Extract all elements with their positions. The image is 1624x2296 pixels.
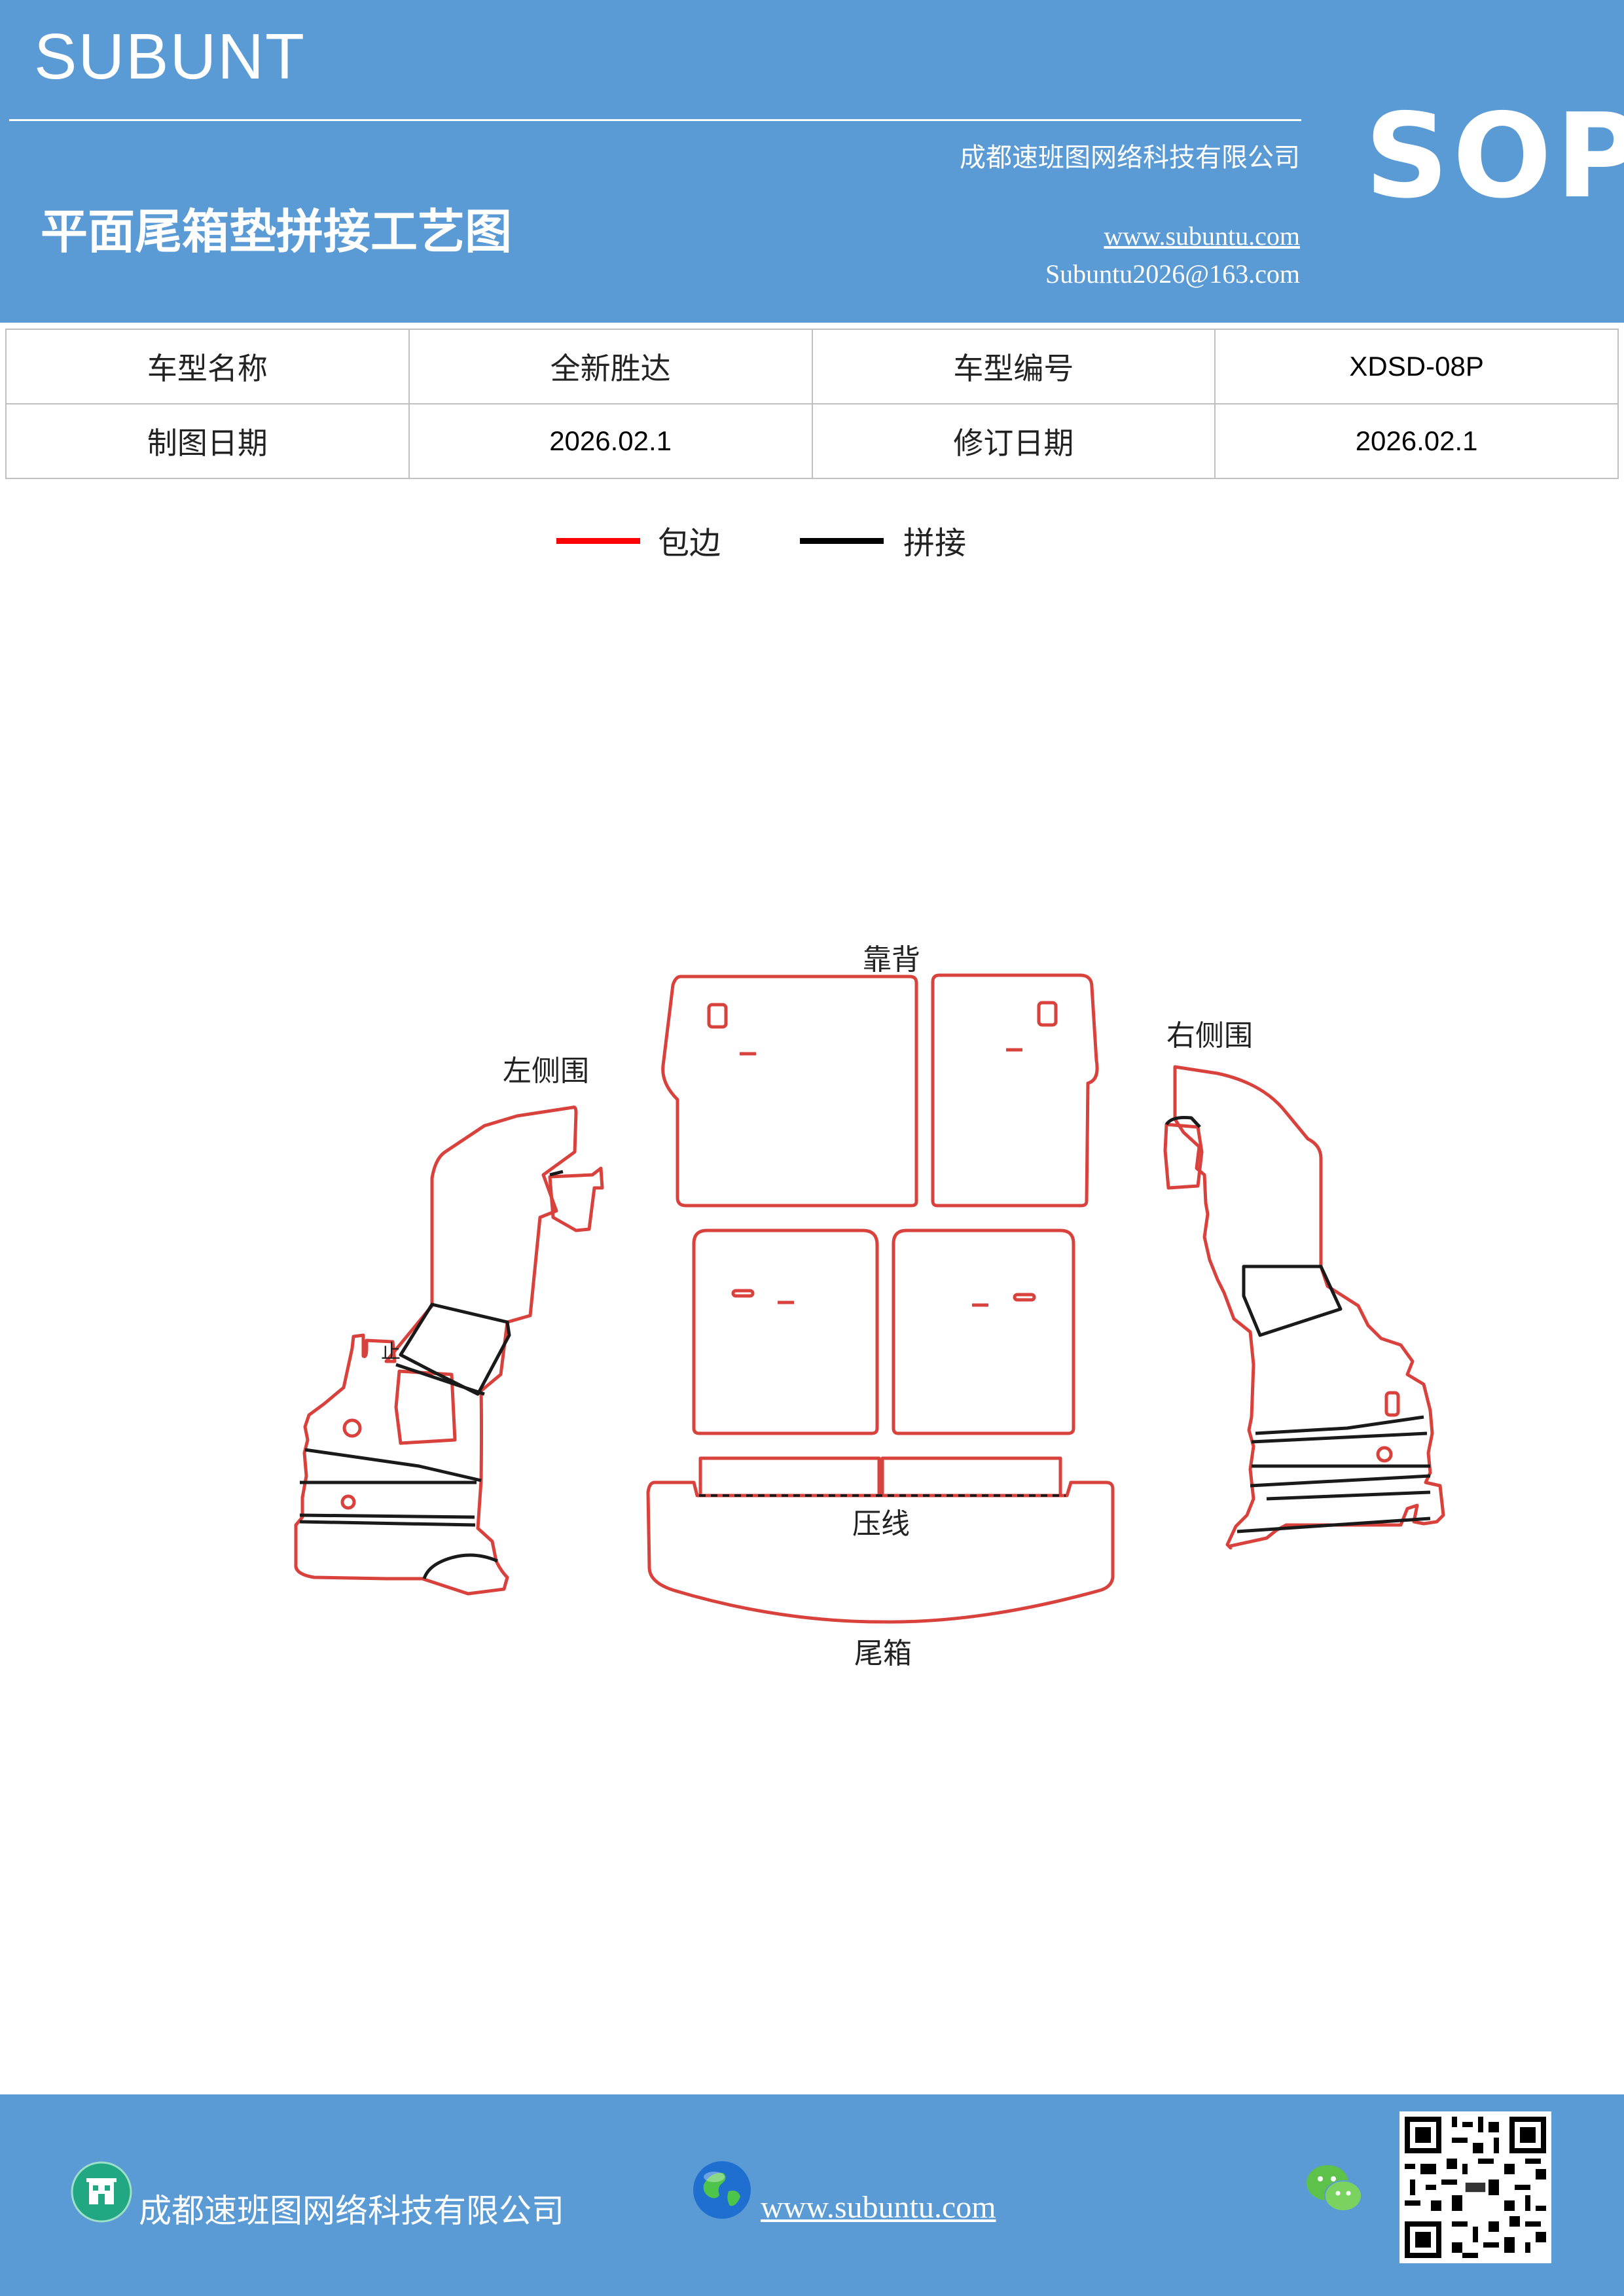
table-row: 车型名称 全新胜达 车型编号 XDSD-08P xyxy=(5,329,1619,404)
table-cell: 2026.02.1 xyxy=(408,403,813,479)
right-seam xyxy=(1266,1490,1431,1501)
footer-company: 成都速班图网络科技有限公司 xyxy=(139,2192,564,2230)
header-company: 成都速班图网络科技有限公司 xyxy=(960,143,1300,173)
left-seam xyxy=(304,1448,482,1482)
legend-label-seam: 拼接 xyxy=(903,525,967,562)
legend-swatch-edge xyxy=(556,538,640,544)
right-seam xyxy=(1251,1431,1428,1444)
right-seam xyxy=(1164,1116,1201,1128)
footer-website-link[interactable]: www.subuntu.com xyxy=(761,2190,996,2225)
table-cell: 修订日期 xyxy=(811,403,1216,479)
table-cell: 车型名称 xyxy=(5,329,410,404)
label-trunk: 尾箱 xyxy=(854,1637,912,1670)
backrest-panel-top-right xyxy=(931,973,1099,1208)
left-seam xyxy=(395,1363,485,1396)
wechat-icon xyxy=(1307,2165,1362,2212)
left-side-clip xyxy=(548,1166,604,1232)
label-crease: 压线 xyxy=(852,1507,910,1541)
seat-panel-lower-right xyxy=(892,1229,1075,1435)
table-cell: 制图日期 xyxy=(5,403,410,479)
right-seam xyxy=(1255,1415,1424,1435)
seat-slit xyxy=(1013,1293,1036,1302)
header-band xyxy=(0,0,1624,323)
seat-panel-lower-left xyxy=(692,1229,879,1435)
legend-label-edge: 包边 xyxy=(658,525,721,562)
trunk-main-panel xyxy=(646,1480,1115,1624)
header-divider xyxy=(9,119,1301,121)
table-cell: 2026.02.1 xyxy=(1214,403,1619,479)
header-website-link[interactable]: www.subuntu.com xyxy=(1104,221,1300,251)
trunk-strip-right xyxy=(880,1456,1062,1498)
right-seam xyxy=(1250,1474,1431,1488)
label-backrest: 靠背 xyxy=(863,943,920,977)
right-seam xyxy=(1236,1516,1431,1534)
left-side-hole xyxy=(340,1494,356,1510)
right-side-slot xyxy=(1384,1391,1400,1417)
legend-swatch-seam xyxy=(800,538,884,544)
trunk-strip-left xyxy=(698,1456,881,1498)
header-email: Subuntu2026@163.com xyxy=(1045,259,1300,289)
left-seam xyxy=(399,1302,511,1396)
left-side-hole xyxy=(342,1418,362,1438)
seat-slit xyxy=(731,1289,755,1298)
label-small-mark: 止 xyxy=(381,1340,401,1363)
backrest-panel-top-left xyxy=(661,975,918,1208)
left-seam xyxy=(299,1513,475,1519)
table-cell: 全新胜达 xyxy=(408,329,813,404)
table-cell: 车型编号 xyxy=(811,329,1216,404)
left-seam xyxy=(299,1520,476,1527)
backrest-slot xyxy=(707,1003,728,1029)
table-row: 制图日期 2026.02.1 修订日期 2026.02.1 xyxy=(5,403,1619,479)
qr-code xyxy=(1399,2111,1551,2263)
brand-name: SUBUNT xyxy=(34,20,306,92)
left-seam xyxy=(549,1170,564,1177)
right-side-hole xyxy=(1376,1446,1393,1463)
legend: 包边 拼接 xyxy=(0,517,1624,576)
backrest-slot xyxy=(1037,1001,1058,1027)
page-title: 平面尾箱垫拼接工艺图 xyxy=(41,204,513,259)
sop-badge: SOP xyxy=(1365,88,1624,224)
building-icon xyxy=(71,2161,132,2223)
globe-icon xyxy=(693,2161,751,2219)
label-left-side: 左侧围 xyxy=(503,1054,589,1088)
info-table: 车型名称 全新胜达 车型编号 XDSD-08P 制图日期 2026.02.1 修… xyxy=(5,329,1619,479)
right-seam xyxy=(1242,1265,1343,1337)
right-side-panel xyxy=(1173,1065,1445,1550)
left-side-cutout xyxy=(394,1369,457,1445)
left-side-panel xyxy=(294,1105,578,1596)
table-cell: XDSD-08P xyxy=(1214,329,1619,404)
left-seam xyxy=(422,1553,498,1579)
label-right-side: 右侧围 xyxy=(1166,1019,1253,1052)
